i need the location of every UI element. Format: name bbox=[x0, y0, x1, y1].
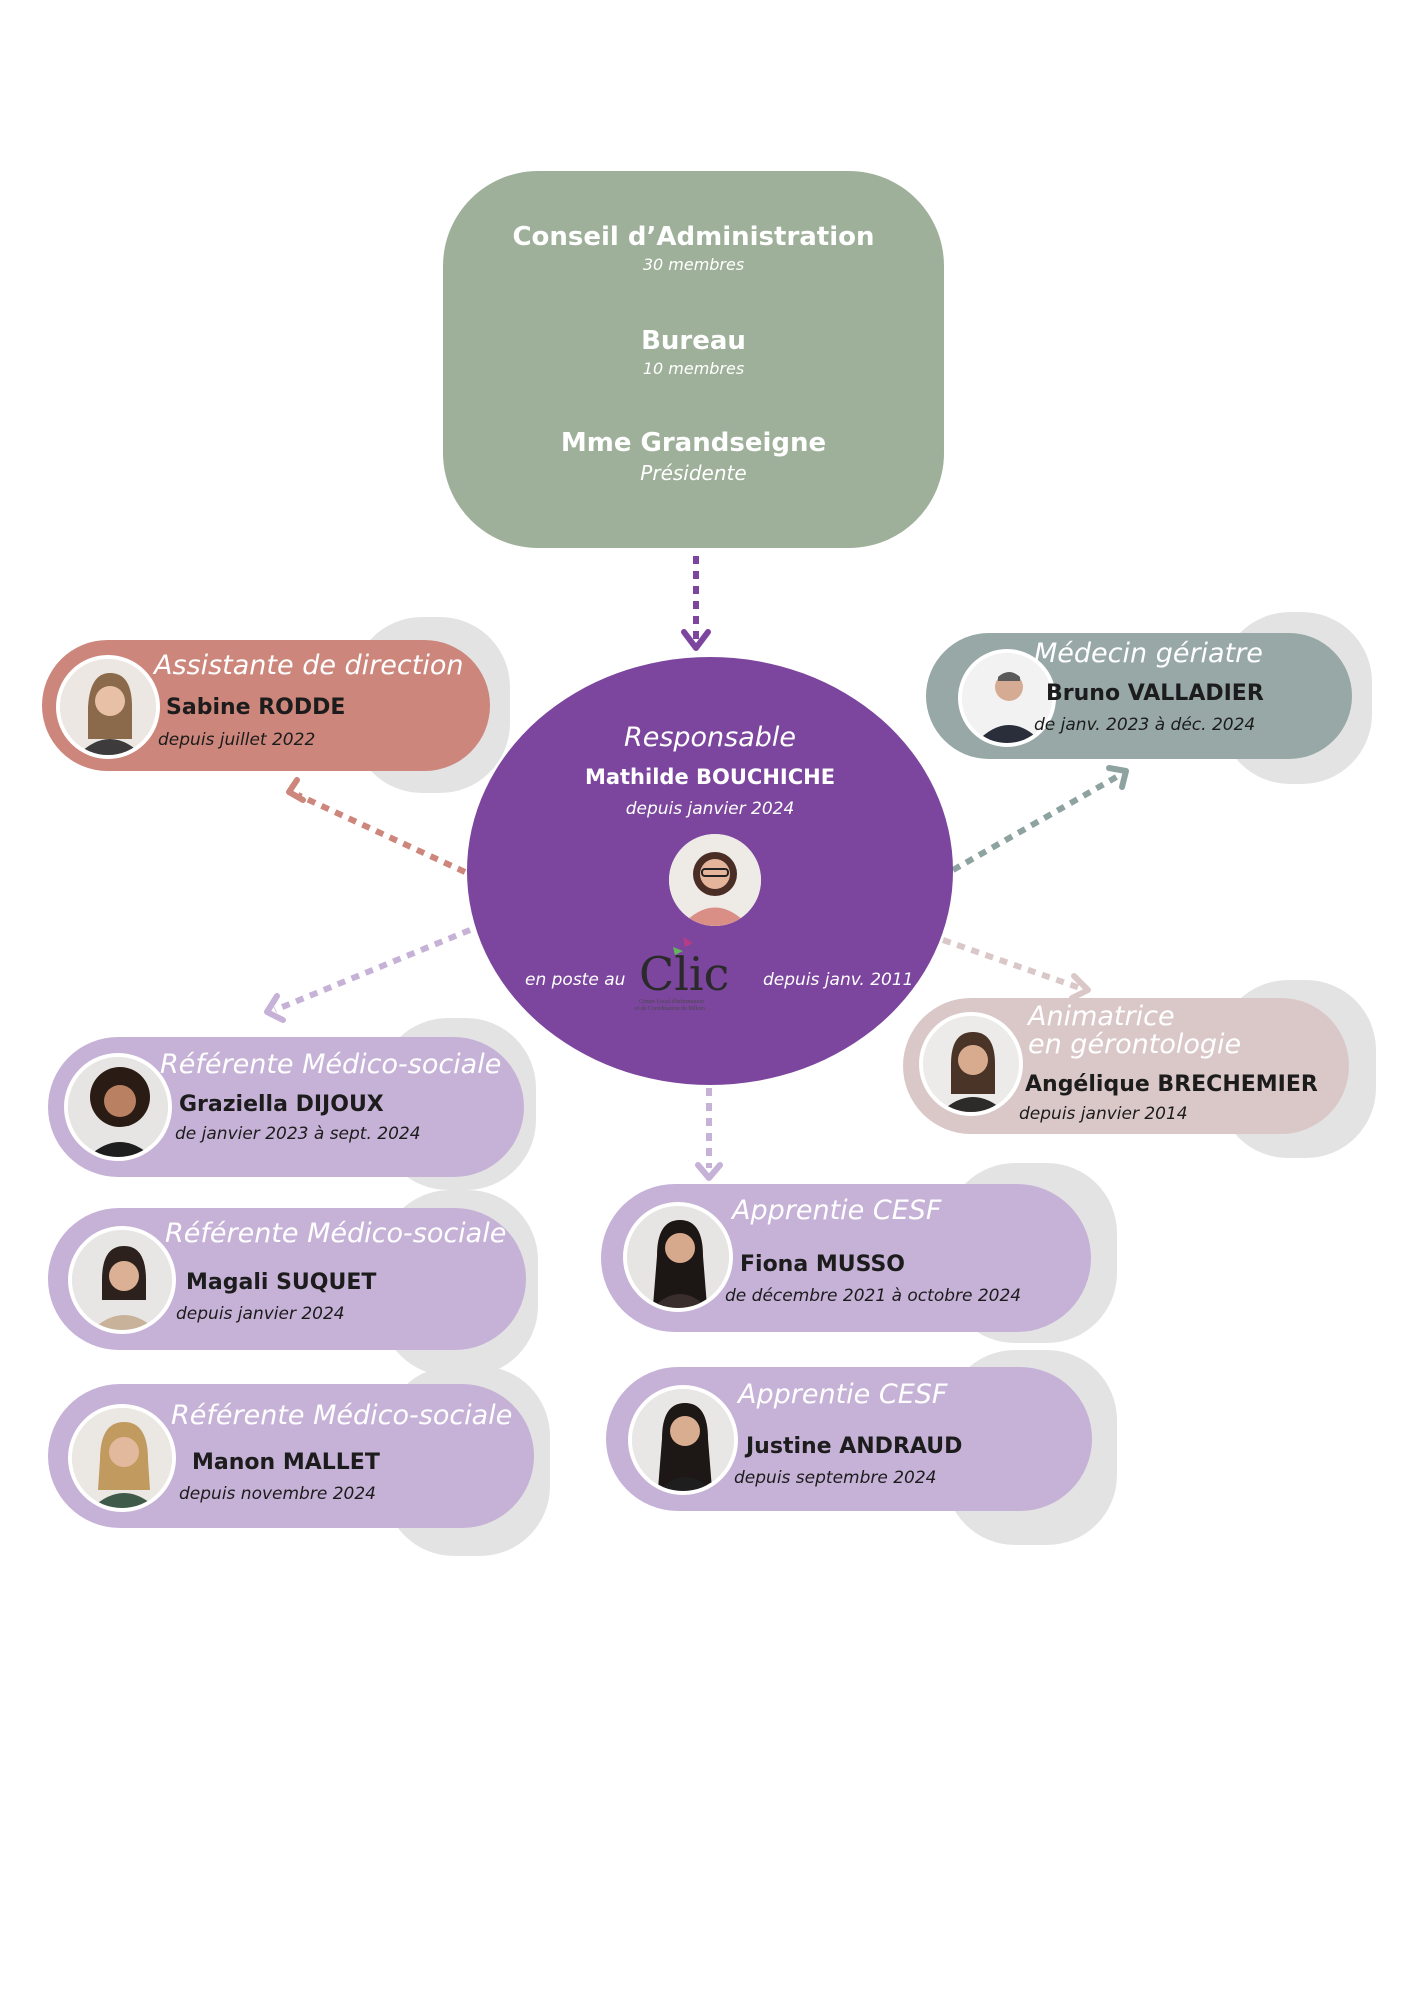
person-photo-icon bbox=[72, 1230, 172, 1330]
arrowhead-medecin bbox=[1106, 765, 1129, 790]
card-referente-magali: Référente Médico-sociale Magali SUQUET d… bbox=[48, 1208, 526, 1350]
center-since: depuis janvier 2024 bbox=[625, 799, 795, 819]
person-photo-icon bbox=[632, 1389, 734, 1491]
arrow-center-to-animatrice bbox=[942, 937, 1081, 991]
person-photo-icon bbox=[72, 1408, 172, 1508]
avatar-manon bbox=[68, 1404, 176, 1512]
card-role: Référente Médico-sociale bbox=[160, 1049, 502, 1080]
governance-box: Conseil d’Administration 30 membres Bure… bbox=[443, 171, 944, 548]
logo-text: Clic bbox=[639, 947, 730, 1001]
avatar-mathilde bbox=[669, 834, 761, 926]
center-role: Responsable bbox=[623, 722, 797, 753]
arrowhead-apprenties bbox=[695, 1162, 723, 1181]
person-photo-icon bbox=[669, 834, 761, 926]
arrowhead-animatrice bbox=[1069, 973, 1091, 1001]
post-suffix: depuis janv. 2011 bbox=[763, 970, 914, 990]
card-role: Médecin gériatre bbox=[1034, 638, 1263, 669]
council-title: Conseil d’Administration bbox=[512, 222, 875, 252]
arrowhead-assistante bbox=[286, 777, 306, 803]
card-referente-manon: Référente Médico-sociale Manon MALLET de… bbox=[48, 1384, 534, 1528]
council-members: 30 membres bbox=[642, 255, 745, 274]
avatar-graziella bbox=[64, 1053, 172, 1161]
center-name: Mathilde BOUCHICHE bbox=[584, 765, 836, 789]
person-photo-icon bbox=[60, 659, 156, 755]
card-name: Magali SUQUET bbox=[186, 1270, 377, 1295]
card-since: depuis juillet 2022 bbox=[158, 730, 316, 750]
bureau-title: Bureau bbox=[641, 326, 746, 356]
card-referente-graziella: Référente Médico-sociale Graziella DIJOU… bbox=[48, 1037, 524, 1177]
president-name: Mme Grandseigne bbox=[560, 428, 827, 458]
card-apprentie-fiona: Apprentie CESF Fiona MUSSO de décembre 2… bbox=[601, 1184, 1091, 1332]
logo-subtitle-2: et de Coordination de Billom bbox=[635, 1006, 705, 1012]
clic-logo: Clic Centre Local d'information et de Co… bbox=[635, 933, 739, 1013]
card-role: Apprentie CESF bbox=[732, 1195, 942, 1226]
card-name: Graziella DIJOUX bbox=[179, 1092, 384, 1117]
card-role-line2: en gérontologie bbox=[1028, 1029, 1242, 1060]
card-since: depuis janvier 2024 bbox=[176, 1304, 345, 1324]
card-name: Fiona MUSSO bbox=[740, 1252, 906, 1277]
person-photo-icon bbox=[923, 1016, 1019, 1112]
president-role: Présidente bbox=[640, 461, 747, 485]
card-since: de décembre 2021 à octobre 2024 bbox=[725, 1286, 1022, 1306]
arrow-center-to-assistante bbox=[296, 792, 467, 875]
card-role: Référente Médico-sociale bbox=[171, 1400, 513, 1431]
bureau-members: 10 membres bbox=[642, 359, 745, 378]
card-since: de janv. 2023 à déc. 2024 bbox=[1034, 715, 1256, 735]
card-animatrice: Animatrice en gérontologie Angélique BRE… bbox=[903, 998, 1349, 1134]
avatar-sabine bbox=[56, 655, 160, 759]
card-since: depuis septembre 2024 bbox=[734, 1468, 937, 1488]
logo-triangles-icon bbox=[673, 937, 693, 955]
card-medecin-geriatre: Médecin gériatre Bruno VALLADIER de janv… bbox=[926, 633, 1352, 759]
avatar-angelique bbox=[919, 1012, 1023, 1116]
person-photo-icon bbox=[68, 1057, 168, 1157]
card-since: de janvier 2023 à sept. 2024 bbox=[175, 1124, 421, 1144]
card-name: Bruno VALLADIER bbox=[1046, 681, 1264, 706]
arrow-center-to-medecin bbox=[951, 772, 1122, 873]
card-since: depuis novembre 2024 bbox=[179, 1484, 376, 1504]
person-photo-icon bbox=[962, 653, 1052, 743]
avatar-fiona bbox=[623, 1202, 733, 1312]
card-role: Référente Médico-sociale bbox=[165, 1218, 507, 1249]
card-name: Sabine RODDE bbox=[166, 695, 346, 720]
card-role: Apprentie CESF bbox=[738, 1379, 948, 1410]
avatar-bruno bbox=[958, 649, 1056, 747]
card-assistante-direction: Assistante de direction Sabine RODDE dep… bbox=[42, 640, 490, 771]
card-name: Angélique BRECHEMIER bbox=[1025, 1072, 1318, 1097]
card-since: depuis janvier 2014 bbox=[1019, 1104, 1188, 1124]
card-name: Justine ANDRAUD bbox=[746, 1434, 963, 1459]
post-prefix: en poste au bbox=[525, 970, 626, 990]
person-photo-icon bbox=[627, 1206, 729, 1308]
arrowhead-referentes bbox=[264, 993, 286, 1023]
card-role-line1: Animatrice bbox=[1028, 1001, 1175, 1032]
logo-subtitle-1: Centre Local d'information bbox=[639, 999, 705, 1005]
arrowhead-governance bbox=[681, 629, 711, 651]
arrow-center-to-referentes bbox=[273, 927, 472, 1013]
card-role: Assistante de direction bbox=[154, 650, 464, 681]
avatar-justine bbox=[628, 1385, 738, 1495]
card-apprentie-justine: Apprentie CESF Justine ANDRAUD depuis se… bbox=[606, 1367, 1092, 1511]
responsable-circle: Responsable Mathilde BOUCHICHE depuis ja… bbox=[467, 657, 953, 1085]
card-name: Manon MALLET bbox=[192, 1450, 380, 1475]
avatar-magali bbox=[68, 1226, 176, 1334]
